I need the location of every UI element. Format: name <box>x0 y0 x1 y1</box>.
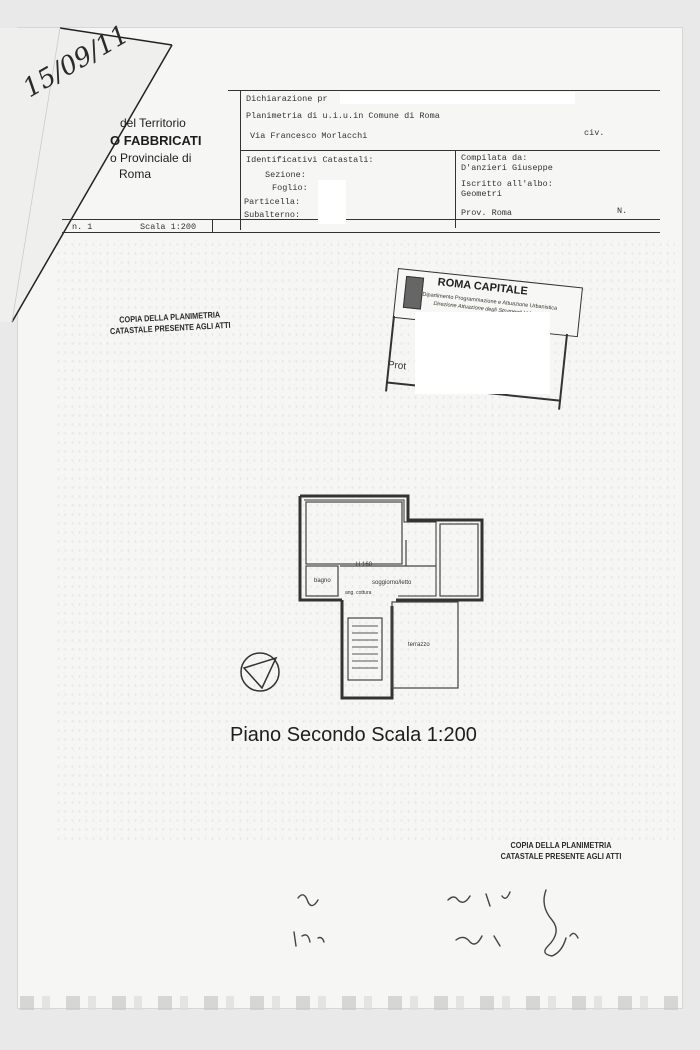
office-line-2: O FABBRICATI <box>110 133 202 148</box>
address: Via Francesco Morlacchi <box>250 131 368 141</box>
plan-inner-wall <box>304 499 437 597</box>
redaction-protocol <box>415 312 550 394</box>
province-label: Prov. Roma <box>461 208 513 218</box>
compiled-by-label: Compilata da: <box>461 153 528 163</box>
copy-stamp-bottom-line1: COPIA DELLA PLANIMETRIA <box>510 840 612 850</box>
sheet-number: n. 1 <box>72 222 93 232</box>
document-sheet <box>18 28 682 1008</box>
plan-line: Planimetria di u.i.u.in Comune di Roma <box>246 111 440 121</box>
plan-stairs <box>347 617 383 681</box>
civ-label: civ. <box>584 128 605 138</box>
compiled-by-name: D'anzieri Giuseppe <box>461 163 553 173</box>
room-label-ang-cottura: ang. cottura <box>345 590 372 596</box>
header-rule-scale-top <box>62 219 660 220</box>
folded-corner <box>0 27 173 323</box>
declaration-label: Dichiarazione pr <box>246 94 328 104</box>
registered-value: Geometri <box>461 189 502 199</box>
registered-label: Iscritto all'albo: <box>461 179 553 189</box>
plan-outer-wall-top-right <box>300 494 484 602</box>
header-rule-vertical <box>240 90 241 230</box>
plan-outer-wall-left <box>298 496 342 602</box>
number-label: N. <box>617 206 628 216</box>
scribble-4 <box>455 935 501 947</box>
plan-room-bath <box>305 565 339 597</box>
office-line-1: del Territorio <box>120 116 186 130</box>
header-rule-mid <box>240 150 660 151</box>
sezione-label: Sezione: <box>265 170 306 180</box>
header-rule-scale-split <box>212 219 213 232</box>
height-label: H 160 <box>356 562 373 568</box>
header-rule-bottom <box>62 232 660 233</box>
header-rule-split <box>455 150 456 228</box>
plan-room-right <box>439 523 479 597</box>
scan-noise <box>55 240 675 840</box>
scribble-3 <box>447 891 511 907</box>
scribble-5 <box>543 889 579 957</box>
scribble-2 <box>293 931 325 947</box>
room-label-terrazzo: terrazzo <box>408 642 430 648</box>
north-arrow-icon <box>240 652 280 692</box>
office-line-3: o Provinciale di <box>110 151 192 165</box>
header-rule-top <box>228 90 660 91</box>
redaction-declaration <box>340 92 575 104</box>
redaction-ids <box>318 180 346 224</box>
scale-header: Scala 1:200 <box>140 222 197 232</box>
copy-stamp-bottom-line2: CATASTALE PRESENTE AGLI ATTI <box>500 851 622 861</box>
copy-stamp-bottom: COPIA DELLA PLANIMETRIA CATASTALE PRESEN… <box>497 840 626 862</box>
plan-stairwell-wall <box>340 600 394 700</box>
bottom-scan-edge <box>20 996 680 1010</box>
office-line-4: Roma <box>119 167 152 181</box>
subalterno-label: Subalterno: <box>244 210 301 220</box>
plan-terrace <box>391 601 459 689</box>
foglio-label: Foglio: <box>272 183 308 193</box>
signature-scribbles <box>293 889 579 957</box>
room-label-soggiorno: soggiorno/letto <box>372 580 412 586</box>
plan-title: Piano Secondo Scala 1:200 <box>230 724 477 746</box>
room-label-bagno: bagno <box>314 578 331 584</box>
ids-label: Identificativi Catastali: <box>246 155 374 165</box>
scribble-1 <box>297 894 319 907</box>
particella-label: Particella: <box>244 197 301 207</box>
plan-room-main <box>305 501 403 565</box>
